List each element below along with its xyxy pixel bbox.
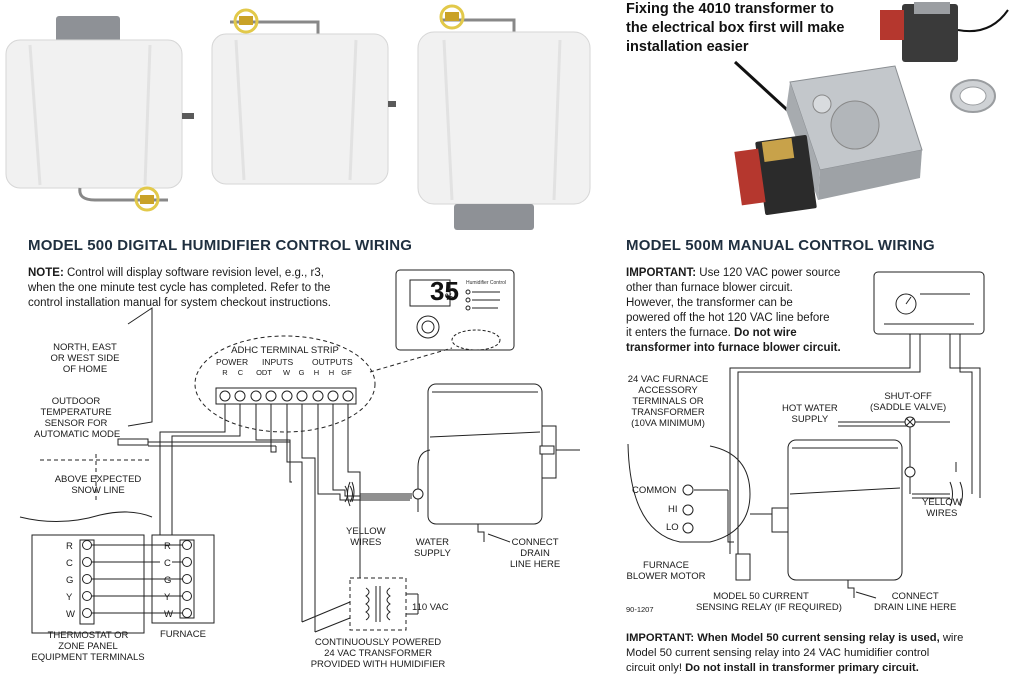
terminal-label: H: [328, 368, 335, 377]
humidifier-body-left: [427, 383, 543, 525]
accessory-terminals-label: 24 VAC FURNACE ACCESSORY TERMINALS OR TR…: [627, 374, 709, 429]
terminal-label: G: [298, 368, 305, 377]
left-diagram-title: MODEL 500 DIGITAL HUMIDIFIER CONTROL WIR…: [28, 237, 413, 254]
right-wiring-diagram: [627, 271, 985, 599]
left-wiring-diagram: 35 % Humidifier Control: [19, 269, 580, 634]
left-note-line-1: Control will display software revision l…: [63, 267, 324, 279]
control-display-unit: %: [445, 292, 453, 302]
yellow-wires-label-right: YELLOW WIRES: [922, 497, 962, 519]
left-note-line-3: control installation manual for system c…: [28, 297, 331, 309]
adhc-terminal-strip: [215, 387, 357, 405]
water-supply-label: WATER SUPPLY: [414, 537, 451, 559]
transformer-label: CONTINUOUSLY POWERED 24 VAC TRANSFORMER …: [310, 637, 446, 670]
furnace-label: FURNACE: [160, 629, 206, 640]
connect-drain-label-left: CONNECT DRAIN LINE HERE: [510, 537, 561, 570]
manual-control-unit: [873, 271, 985, 335]
photo-caption: Fixing the 4010 transformer to the elect…: [626, 0, 844, 57]
home-side-label: NORTH, EAST OR WEST SIDE OF HOME: [50, 342, 120, 375]
house-wall: [127, 307, 153, 427]
furnace-blower-motor: [627, 443, 751, 543]
terminal-screws: [219, 390, 354, 402]
outdoor-sensor: [117, 438, 149, 446]
hot-water-supply-label: HOT WATER SUPPLY: [782, 403, 838, 425]
control-brand-name: Humidifier Control: [466, 280, 506, 286]
furnace-terminal-labels: R C G Y W: [164, 541, 173, 620]
humidifier-photo-1: [5, 16, 194, 212]
terminal-labels: R C ODT W G H H GF: [218, 368, 358, 377]
hi-label: HI: [668, 504, 678, 515]
strip-power-label: POWER: [216, 357, 249, 367]
blower-motor-label: FURNACE BLOWER MOTOR: [626, 560, 706, 582]
terminal-label: ODT: [256, 368, 272, 377]
lo-label: LO: [666, 522, 679, 533]
current-sensing-relay: [735, 553, 751, 581]
photo-caption-line-2: the electrical box first will make: [626, 20, 845, 36]
thermostat-label: THERMOSTAT OR ZONE PANEL EQUIPMENT TERMI…: [31, 630, 145, 663]
photo-caption-line-3: installation easier: [626, 39, 749, 55]
terminal-strip-title: ADHC TERMINAL STRIP: [231, 345, 339, 356]
terminal-label: GF: [341, 368, 352, 377]
left-note-label: NOTE:: [28, 267, 64, 279]
furnace-terminal-screws: [182, 540, 192, 618]
thermostat-terminal-screws: [82, 540, 92, 618]
connect-drain-label-right: CONNECT DRAIN LINE HERE: [874, 591, 957, 613]
terminal-label: R: [222, 368, 228, 377]
photo-caption-line-1: Fixing the 4010 transformer to: [626, 1, 834, 17]
common-label: COMMON: [632, 485, 677, 496]
right-diagram-title: MODEL 500M MANUAL CONTROL WIRING: [626, 237, 935, 254]
right-bottom-important: IMPORTANT: When Model 50 current sensing…: [626, 632, 964, 674]
snow-line-label: ABOVE EXPECTED SNOW LINE: [54, 474, 142, 496]
strip-outputs-label: OUTPUTS: [312, 357, 353, 367]
yellow-wires-label-left: YELLOW WIRES: [346, 526, 386, 548]
shutoff-valve-label: SHUT-OFF (SADDLE VALVE): [870, 391, 947, 413]
left-note: NOTE: Control will display software revi…: [28, 266, 388, 311]
humidifier-body-right: [787, 439, 903, 581]
terminal-label: C: [237, 368, 244, 377]
transformer-and-box-photo: [733, 2, 1009, 215]
24vac-transformer: [349, 577, 407, 631]
control-display-value: 35: [430, 276, 459, 306]
humidifier-photo-2: [211, 8, 396, 185]
left-note-line-2: when the one minute test cycle has compl…: [28, 282, 331, 294]
terminal-label: W: [282, 368, 291, 377]
strip-inputs-label: INPUTS: [262, 357, 294, 367]
outdoor-sensor-label: OUTDOOR TEMPERATURE SENSOR FOR AUTOMATIC…: [34, 396, 121, 440]
current-relay-label: MODEL 50 CURRENT SENSING RELAY (IF REQUI…: [696, 591, 842, 613]
terminal-label: H: [313, 368, 320, 377]
110vac-label: 110 VAC: [412, 602, 449, 613]
photo-row: [5, 2, 1009, 230]
thermostat-terminal-labels: R C G Y W: [66, 541, 75, 620]
right-important-note: IMPORTANT: Use 120 VAC power source othe…: [626, 267, 841, 354]
humidifier-photo-3: [417, 4, 591, 230]
diagram-code: 90-1207: [626, 605, 654, 614]
